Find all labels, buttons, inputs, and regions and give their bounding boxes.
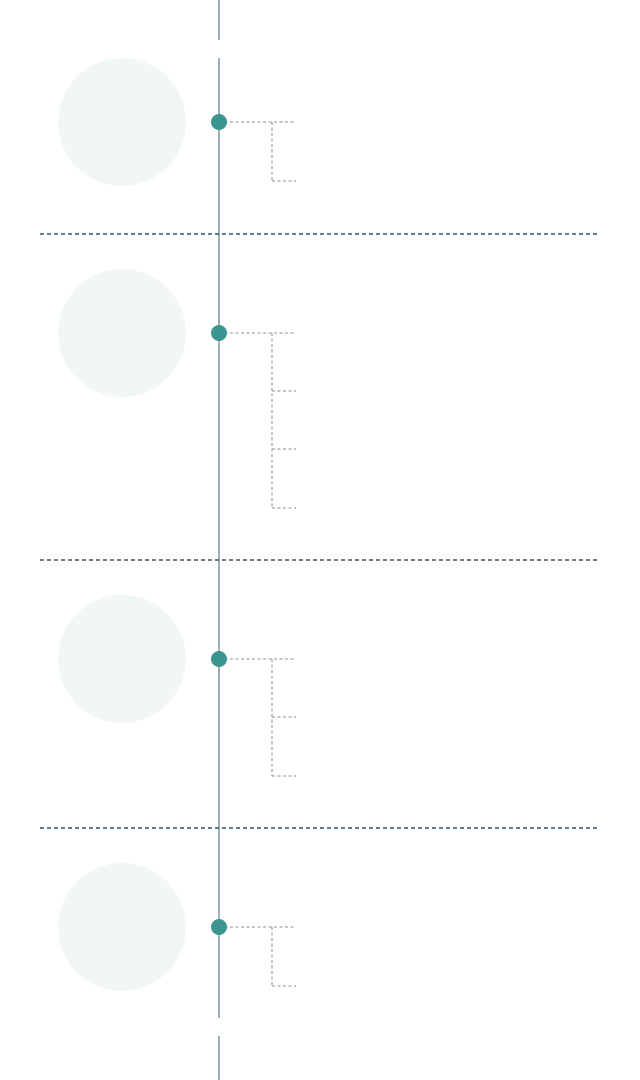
section-4-node [211,919,227,935]
section-halo-2 [58,269,186,397]
section-halo-1 [58,58,186,186]
section-1-node [211,114,227,130]
section-2-node [211,325,227,341]
section-halo-3 [58,595,186,723]
section-3-node [211,651,227,667]
section-halo-4 [58,863,186,991]
